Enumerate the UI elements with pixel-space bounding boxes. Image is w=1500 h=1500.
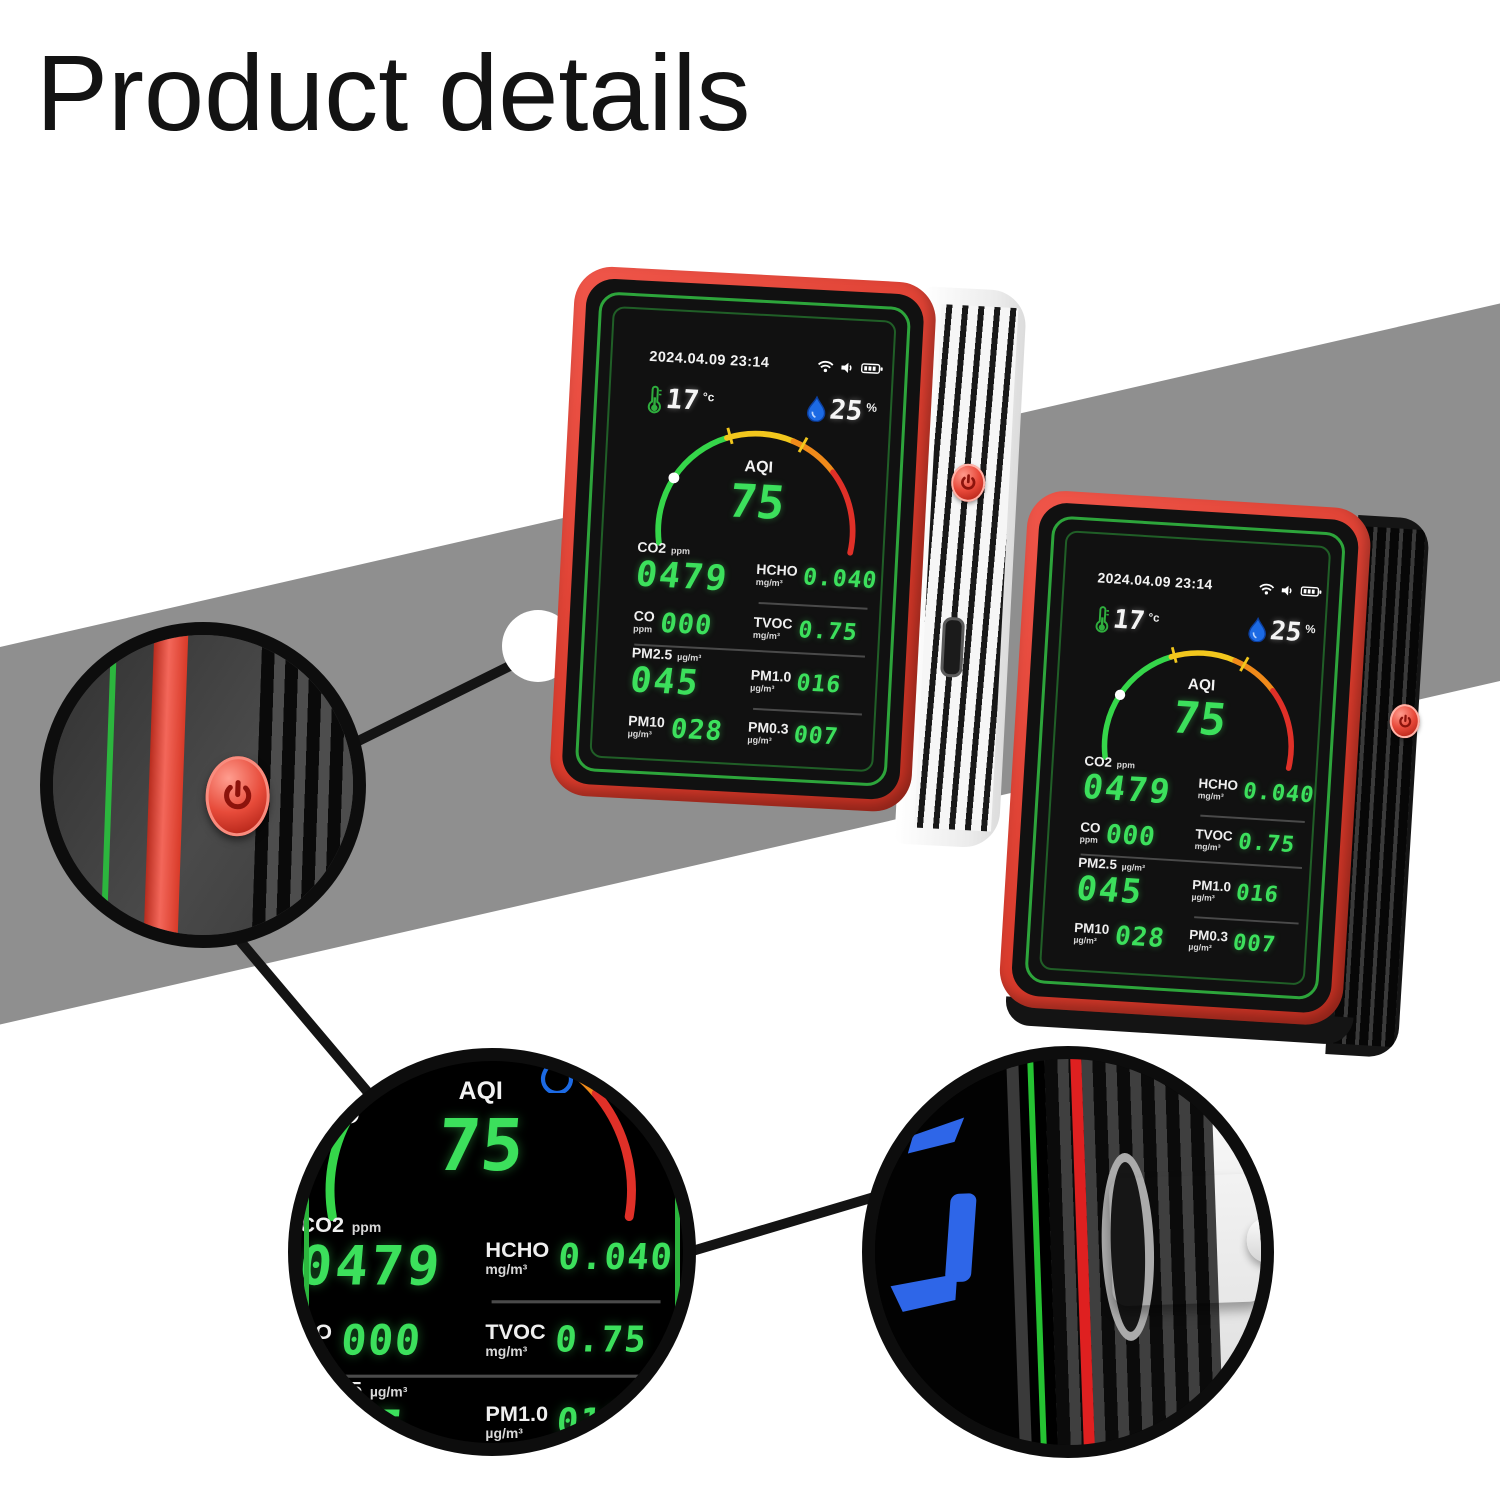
screen-bezel: 2024.04.09 23:14	[560, 277, 925, 801]
device-screen: 2024.04.09 23:14	[296, 1061, 676, 1456]
aqi-value: 75	[434, 1103, 528, 1188]
humidity-readout: 25 %	[1247, 615, 1317, 648]
device-screen: 2024.04.09 23:14	[620, 340, 890, 750]
power-icon	[224, 779, 252, 810]
humidity-unit: %	[866, 399, 878, 415]
page-title: Product details	[36, 32, 751, 153]
device-angled-view: 2024.04.09 23:14	[993, 488, 1500, 1117]
battery-icon	[1300, 586, 1322, 597]
device-front-view: 2024.04.09 23:14	[544, 264, 1055, 899]
screen-status-bar: 2024.04.09 23:14	[649, 349, 884, 377]
humidity-value: 25	[1267, 615, 1304, 648]
aqi-label: AQI	[458, 1078, 503, 1105]
temperature-unit: °c	[1148, 610, 1160, 625]
screen-date: 2024.04.09 23:14	[1097, 570, 1214, 594]
device-front-face: 2024.04.09 23:14	[548, 264, 938, 814]
gauge-marker-dot	[341, 1106, 359, 1124]
screen-slot: 2024.04.09 23:14	[620, 340, 890, 750]
aqi-gauge: AQI 75	[646, 417, 869, 568]
connector-line	[325, 650, 537, 760]
wifi-icon	[1259, 583, 1275, 595]
usb-plug	[1108, 1173, 1261, 1306]
status-icons	[1258, 582, 1322, 599]
humidity-value: 25	[827, 394, 865, 427]
power-button-zoomed	[204, 754, 272, 838]
grid-divider	[491, 1300, 661, 1303]
power-icon	[961, 474, 976, 490]
environment-row: 17 °c 25 %	[1094, 605, 1316, 647]
usb-port-callout	[862, 1046, 1274, 1458]
screen-bezel: 2024.04.09 23:14	[1010, 501, 1360, 1015]
power-button	[950, 462, 987, 503]
screen-date: 2024.04.09 23:14	[648, 348, 770, 372]
grid-divider	[303, 1374, 661, 1377]
power-button	[1388, 703, 1421, 740]
blue-digit-fragment	[890, 1117, 977, 1312]
status-icons	[817, 359, 884, 376]
environment-row: 17 °c 25 %	[646, 383, 878, 427]
temperature-readout: 17 °c	[1094, 605, 1160, 638]
battery-icon	[860, 363, 883, 374]
humidity-icon	[806, 394, 826, 422]
power-button-callout	[40, 622, 366, 948]
wifi-icon	[817, 360, 834, 373]
temperature-unit: °c	[702, 389, 715, 405]
speaker-icon	[841, 362, 852, 373]
device-screen: 2024.04.09 23:14	[1066, 563, 1329, 957]
speaker-icon	[1281, 585, 1292, 596]
power-callout-content	[53, 635, 353, 935]
green-accent-stripe	[304, 1145, 309, 1359]
thermometer-icon	[647, 385, 662, 414]
humidity-unit: %	[1305, 621, 1317, 636]
usb-c-port	[940, 616, 966, 678]
display-callout: 2024.04.09 23:14	[288, 1048, 696, 1456]
temperature-value: 17	[663, 383, 701, 417]
screen-slot: 2024.04.09 23:14	[1066, 563, 1329, 957]
gauge-marker-dot	[1114, 689, 1126, 701]
usb-callout-content	[875, 1059, 1261, 1445]
screen-slot-zoomed: 2024.04.09 23:14	[301, 1061, 676, 1443]
screen-status-bar: 2024.04.09 23:14	[1097, 571, 1322, 600]
humidity-icon	[1248, 616, 1266, 642]
thermometer-icon	[1095, 606, 1110, 633]
device-front-face: 2024.04.09 23:14	[997, 488, 1373, 1027]
green-accent-stripe	[675, 1122, 680, 1367]
humidity-icon-partial	[540, 1061, 574, 1093]
temperature-readout: 17 °c	[646, 383, 715, 418]
aqi-gauge: AQI 75	[1092, 636, 1307, 783]
humidity-readout: 25 %	[806, 394, 878, 427]
gauge-marker-dot	[668, 472, 680, 484]
power-icon	[1398, 714, 1411, 727]
temperature-value: 17	[1111, 604, 1147, 637]
